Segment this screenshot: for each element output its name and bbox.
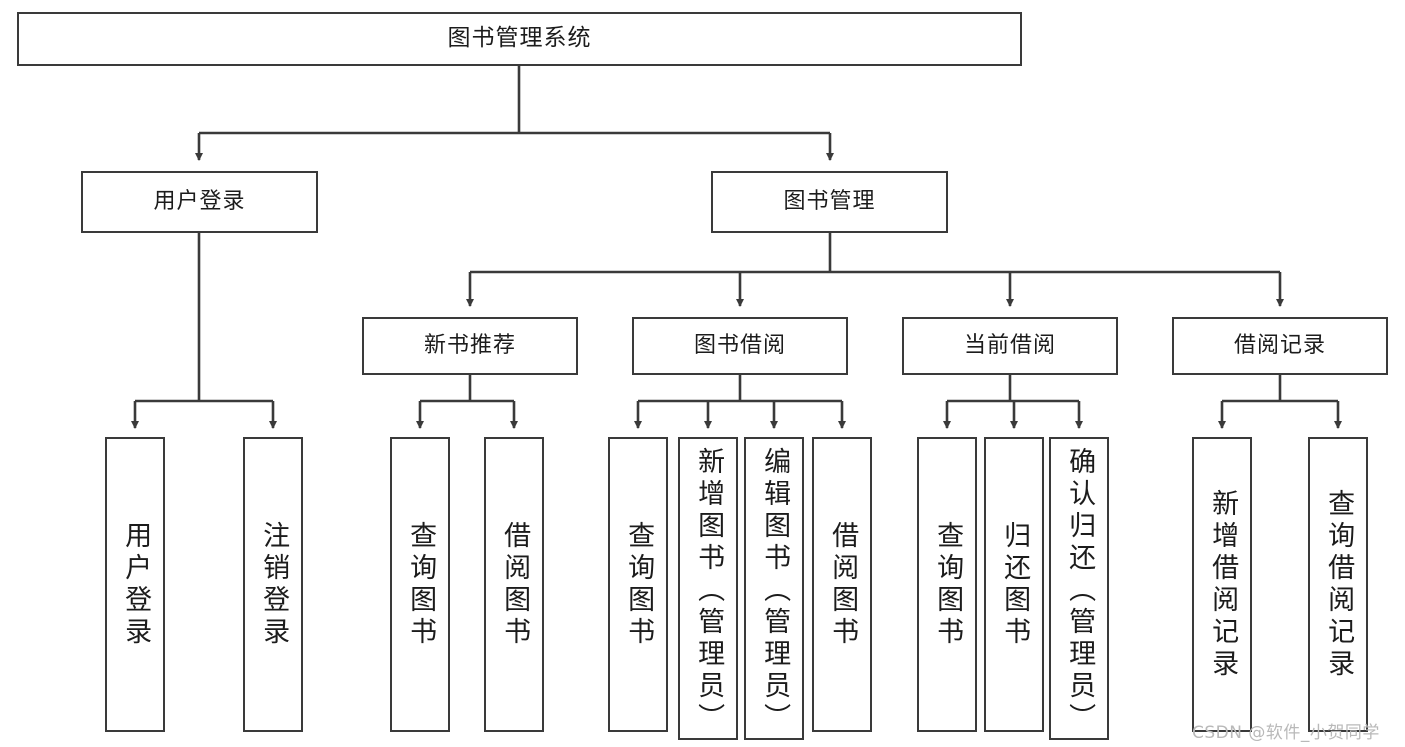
node-new-book-recommend[interactable]: 新书推荐 [362,317,578,375]
node-label: 图书管理 [783,188,876,214]
node-label: 图书管理系统 [447,25,592,52]
node-current-borrow[interactable]: 当前借阅 [902,317,1118,375]
leaf-confirm-return-admin[interactable]: 确认归还（管理员） [1049,437,1109,740]
node-label: 当前借阅 [963,332,1056,358]
node-user-login[interactable]: 用户登录 [81,171,318,233]
node-label: 图书借阅 [693,332,786,358]
leaf-edit-book-admin[interactable]: 编辑图书（管理员） [744,437,804,740]
leaf-query-borrow-record[interactable]: 查询借阅记录 [1308,437,1368,732]
node-label: 编辑图书（管理员） [759,447,791,735]
node-book-borrow[interactable]: 图书借阅 [632,317,848,375]
node-label: 新增借阅记录 [1207,488,1239,681]
node-label: 借阅图书 [499,520,531,649]
node-root-system[interactable]: 图书管理系统 [17,12,1022,66]
leaf-add-book-admin[interactable]: 新增图书（管理员） [678,437,738,740]
leaf-borrow-book[interactable]: 借阅图书 [812,437,872,732]
leaf-add-borrow-record[interactable]: 新增借阅记录 [1192,437,1252,732]
leaf-query-book-recommend[interactable]: 查询图书 [390,437,450,732]
node-borrow-record[interactable]: 借阅记录 [1172,317,1388,375]
node-label: 注销登录 [258,520,290,649]
node-label: 确认归还（管理员） [1064,447,1096,735]
leaf-borrow-book-recommend[interactable]: 借阅图书 [484,437,544,732]
csdn-watermark: CSDN @软件_小贺同学 [1192,723,1380,743]
node-label: 借阅记录 [1233,332,1326,358]
leaf-user-login[interactable]: 用户登录 [105,437,165,732]
node-label: 借阅图书 [827,520,859,649]
leaf-query-book-current[interactable]: 查询图书 [917,437,977,732]
node-label: 查询图书 [932,520,964,649]
leaf-logout[interactable]: 注销登录 [243,437,303,732]
node-label: 归还图书 [999,520,1031,649]
node-label: 查询图书 [623,520,655,649]
node-label: 用户登录 [120,520,152,649]
node-label: 用户登录 [153,188,246,214]
node-label: 新书推荐 [423,332,516,358]
node-label: 查询图书 [405,520,437,649]
leaf-query-book-borrow[interactable]: 查询图书 [608,437,668,732]
node-label: 新增图书（管理员） [693,447,725,735]
leaf-return-book[interactable]: 归还图书 [984,437,1044,732]
node-book-management[interactable]: 图书管理 [711,171,948,233]
node-label: 查询借阅记录 [1323,488,1355,681]
